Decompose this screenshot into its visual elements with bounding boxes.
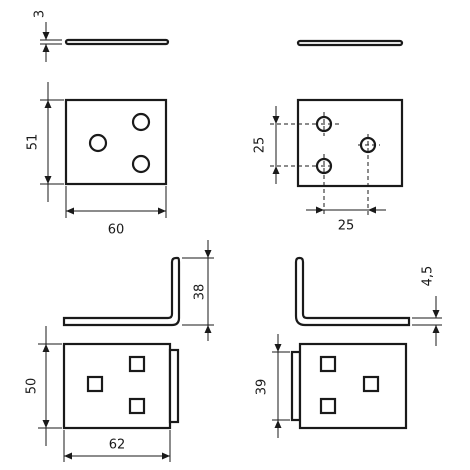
square-hole [319,355,337,373]
width-dimension: 62 [63,430,171,462]
bracket-side-profile [294,256,411,327]
plate-edge-view [296,39,404,47]
hole-spacing-horizontal-dimension: 25 [306,206,386,234]
square-hole [128,355,146,373]
bracket-bend-edge [168,348,180,424]
height-dimension: 50 [25,326,62,446]
bracket-face-view [298,342,408,430]
flange-offset-label: 4,5 [421,266,436,287]
square-hole [362,375,380,393]
flange-height-label: 38 [193,284,208,301]
thickness-label: 3 [33,10,48,18]
bracket-bend-edge [290,350,302,422]
hole [88,133,108,153]
bracket-side-profile [62,256,181,327]
view-flat-plate-hole-spacing: 25 25 [253,39,404,234]
height-label: 51 [26,134,41,151]
height-dimension: 51 [26,82,64,202]
height-label: 50 [25,378,40,395]
hole-spacing-vertical-label: 25 [253,137,268,154]
flange-offset-dimension: 4,5 [412,266,442,346]
bracket-face-view [62,342,172,430]
height-dimension: 39 [255,334,290,438]
view-angle-bracket-right: 4,5 39 [255,256,442,438]
width-dimension: 60 [65,186,167,238]
width-label: 62 [109,438,126,453]
square-hole [319,397,337,415]
square-hole [86,375,104,393]
hole [131,112,151,132]
view-flat-plate-three-holes: 3 51 60 [26,10,170,238]
width-label: 60 [108,223,125,238]
square-hole [128,397,146,415]
view-angle-bracket-left: 38 50 62 [25,240,214,462]
plate-edge-view [64,38,170,46]
plate-face-view [296,98,404,188]
plate-face-view [64,98,168,186]
thickness-dimension: 3 [33,10,62,62]
hole-spacing-vertical-dimension: 25 [253,106,316,184]
height-label: 39 [255,379,270,396]
hole [131,154,151,174]
hole-spacing-horizontal-label: 25 [338,219,355,234]
flange-height-dimension: 38 [182,240,214,341]
